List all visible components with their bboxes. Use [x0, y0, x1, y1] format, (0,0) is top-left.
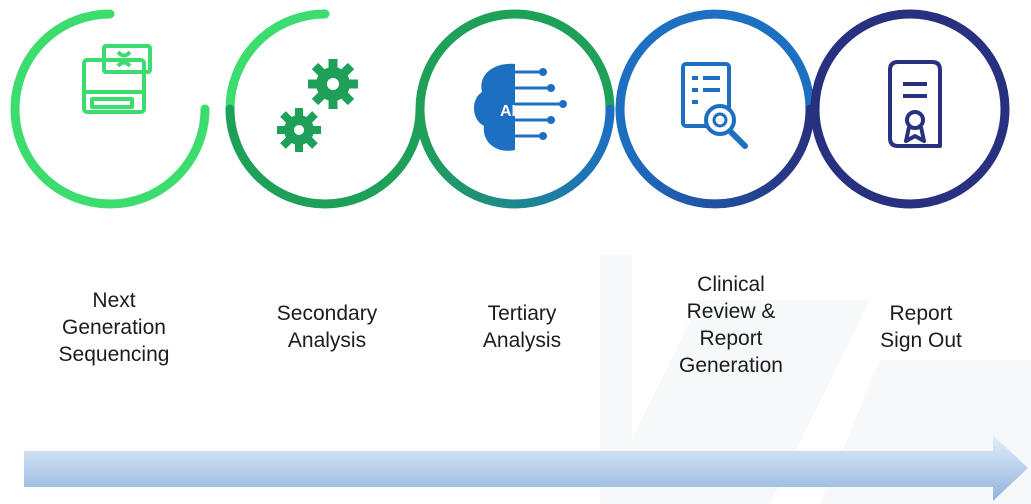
step-2-label: Secondary Analysis [237, 300, 417, 354]
step-4-label: Clinical Review & Report Generation [641, 271, 821, 379]
step-2-label-line-1: Secondary [276, 302, 378, 325]
step-1-label: Next Generation Sequencing [24, 287, 204, 368]
step-2-label-line-2: Analysis [287, 329, 367, 352]
sequencer-icon [82, 44, 152, 114]
svg-text:AI: AI [500, 103, 516, 120]
gears-icon [277, 59, 358, 152]
step-1-label-line-2: Generation [62, 316, 166, 339]
step-4-label-line-3: Report [699, 327, 763, 350]
ai-brain-icon: AI [473, 63, 567, 151]
step-5-label-line-1: Report [889, 302, 953, 325]
certificate-icon [888, 60, 942, 148]
step-4-label-line-1: Clinical [697, 273, 765, 296]
step-5-label: Report Sign Out [831, 300, 1011, 354]
step-3-label: Tertiary Analysis [432, 300, 612, 354]
step-3-label-line-2: Analysis [482, 329, 562, 352]
step-5-label-line-2: Sign Out [880, 329, 962, 352]
step-1-label-line-1: Next [92, 289, 136, 312]
step-5-circle [810, 9, 1010, 209]
step-2-circle [225, 9, 425, 209]
step-1-circle [10, 9, 210, 209]
step-1-label-line-3: Sequencing [58, 343, 170, 366]
progress-arrow [24, 435, 1028, 501]
step-4-label-line-4: Generation [679, 354, 783, 377]
step-3-label-line-1: Tertiary [487, 302, 557, 325]
document-search-icon [681, 62, 748, 149]
step-4-label-line-2: Review & [686, 300, 776, 323]
step-3-circle [415, 9, 615, 209]
step-4-circle [615, 9, 815, 209]
